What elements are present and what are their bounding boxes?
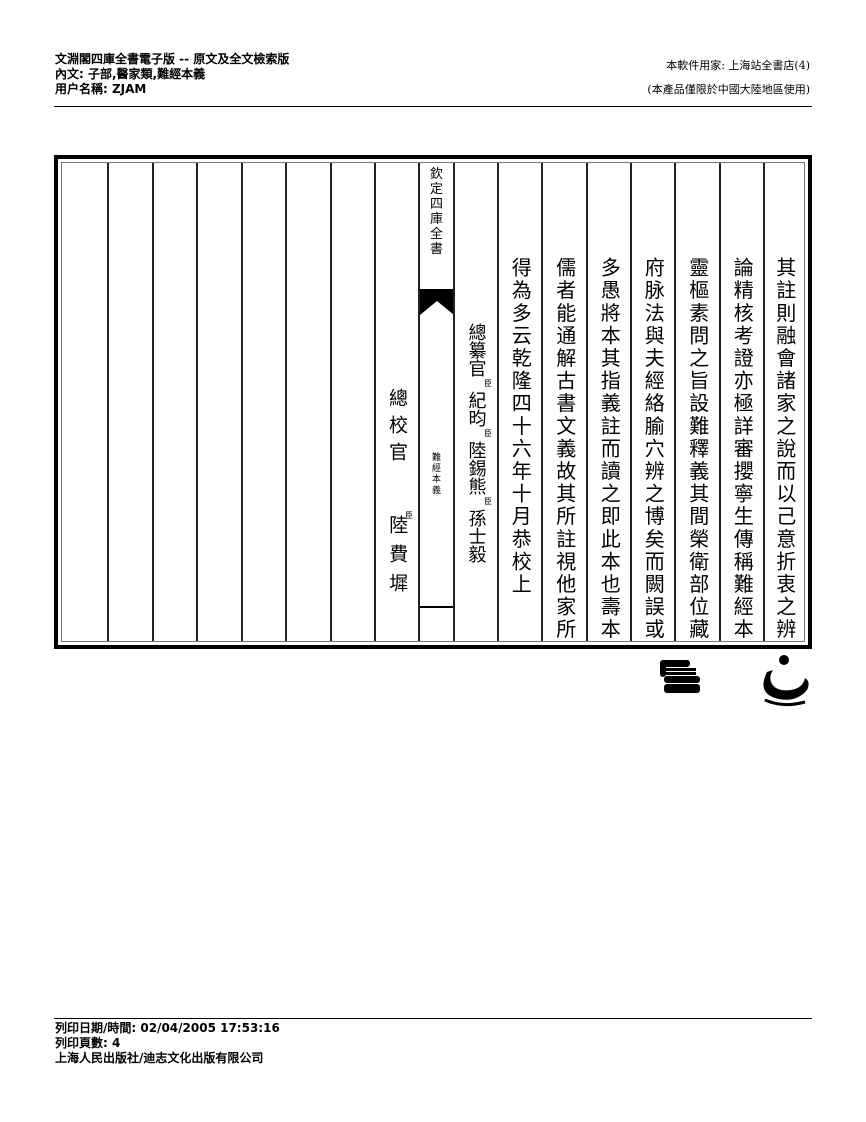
empty-column [62,163,107,641]
user-name: 用户名稱: ZJAM [55,82,147,96]
publisher-logo-icon [763,655,809,707]
fishtail-mark [420,289,453,315]
empty-column [152,163,196,641]
text-column-4: 府脉法與夫經絡腧穴辨之博矣而闕誤或 [630,163,674,641]
column-text: 論精核考證亦極詳審攖寧生傳稱難經本 [730,257,755,642]
page-grid: 總校官 臣 陸費墀 欽 定 四 庫 全 書 難 經 本 義 [61,162,805,642]
content-path: 內文: 子部,醫家類,難經本義 [55,67,206,81]
page-frame: 總校官 臣 陸費墀 欽 定 四 庫 全 書 難 經 本 義 [54,155,812,649]
compilers-list: 總纂官 臣 紀昀 臣 陸錫熊 臣 孫士毅 [465,323,493,563]
column-text: 多愚將本其指義註而讀之即此本也壽本 [597,257,622,642]
text-column-6: 儒者能通解古書文義故其所註視他家所 [541,163,586,641]
column-text: 得為多云乾隆四十六年十月恭校上 [508,257,533,596]
print-pages: 列印頁數: 4 [55,1036,121,1050]
empty-column [107,163,152,641]
column-text: 儒者能通解古書文義故其所註視他家所 [552,257,577,642]
usage-restriction: (本產品僅限於中國大陸地區使用) [647,83,810,96]
proofreader-title: 總校官 [376,388,418,469]
empty-column [330,163,374,641]
column-text: 府脉法與夫經絡腧穴辨之博矣而闕誤或 [641,257,666,642]
center-divider [420,606,453,608]
books-logo-icon [660,660,700,693]
column-text: 靈樞素問之旨設難釋義其間榮衛部位藏 [685,257,710,642]
proofreader-title-text: 總校官 [386,388,408,469]
license-holder: 本軟件用家: 上海站全書店(4) [666,59,810,72]
print-datetime: 列印日期/時間: 02/04/2005 17:53:16 [55,1021,280,1035]
proofreader-column: 總校官 臣 陸費墀 [374,163,418,641]
text-column-1: 其註則融會諸家之說而以己意折衷之辨 [763,163,804,641]
text-column-5: 多愚將本其指義註而讀之即此本也壽本 [586,163,630,641]
document-title: 文淵閣四庫全書電子版 -- 原文及全文檢索版 [55,52,290,66]
publisher: 上海人民出版社/迪志文化出版有限公司 [55,1051,264,1065]
text-column-2: 論精核考證亦極詳審攖寧生傳稱難經本 [719,163,763,641]
text-column-3: 靈樞素問之旨設難釋義其間榮衛部位藏 [674,163,719,641]
header-divider [54,106,812,107]
subject-marker: 臣 [405,511,413,520]
center-title: 欽 定 四 庫 全 書 [429,167,443,257]
column-text: 其註則融會諸家之說而以己意折衷之辨 [772,257,797,642]
text-column-7: 得為多云乾隆四十六年十月恭校上 [497,163,541,641]
empty-column [241,163,285,641]
center-book-name: 難 經 本 義 [431,453,441,496]
center-column: 欽 定 四 庫 全 書 難 經 本 義 [418,163,453,641]
compilers-column: 總纂官 臣 紀昀 臣 陸錫熊 臣 孫士毅 [453,163,497,641]
footer-info: 列印日期/時間: 02/04/2005 17:53:16 列印頁數: 4 上海人… [55,1021,280,1066]
header-info: 文淵閣四庫全書電子版 -- 原文及全文檢索版 內文: 子部,醫家類,難經本義 用… [55,52,289,97]
empty-column [196,163,241,641]
license-info: 本軟件用家: 上海站全書店(4) (本產品僅限於中國大陸地區使用) [647,54,810,102]
proofreader-name: 陸費墀 [386,515,409,602]
empty-column [285,163,330,641]
footer-divider [54,1018,812,1019]
